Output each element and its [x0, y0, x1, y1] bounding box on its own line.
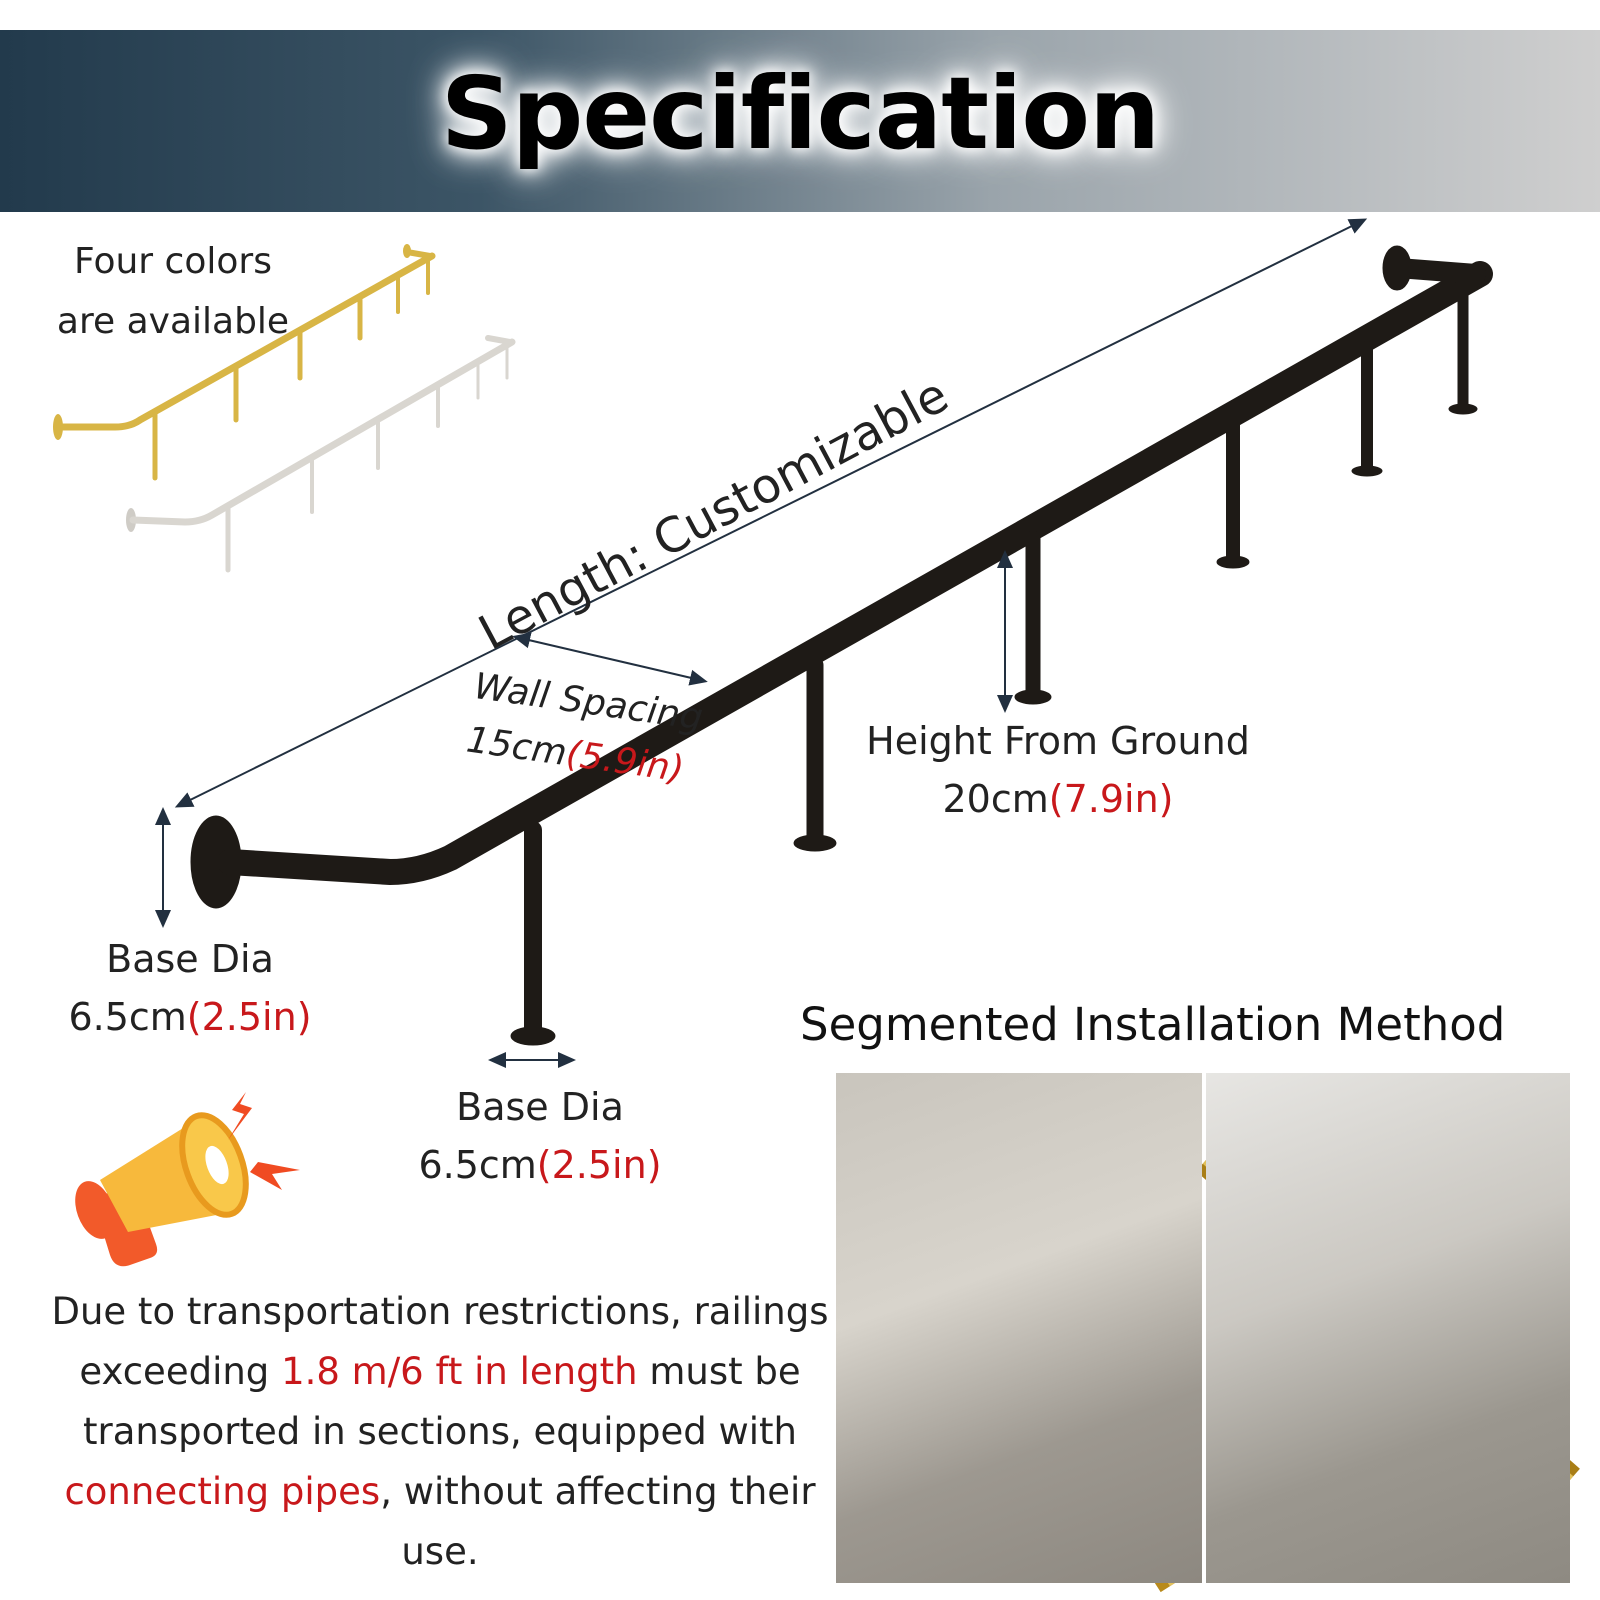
base-dia-mid-in: (2.5in) — [536, 1143, 662, 1187]
black-railing-illustration — [190, 245, 1493, 1046]
base-dia-left-label: Base Dia 6.5cm(2.5in) — [40, 930, 340, 1046]
base-dia-mid-title: Base Dia — [456, 1085, 624, 1129]
notice-part2: must be transported in sections, equippe… — [83, 1350, 801, 1453]
base-dia-left-title: Base Dia — [106, 937, 274, 981]
segmented-installation-title: Segmented Installation Method — [800, 998, 1506, 1051]
notice-part1: Due to transportation restrictions, rail… — [51, 1290, 829, 1393]
base-dia-left-in: (2.5in) — [186, 995, 312, 1039]
notice-highlight-length: 1.8 m/6 ft in length — [281, 1350, 638, 1393]
base-dia-mid-cm: 6.5cm — [418, 1143, 537, 1187]
height-in: (7.9in) — [1048, 777, 1174, 821]
height-cm: 20cm — [942, 777, 1049, 821]
header-banner — [0, 30, 1600, 212]
installation-photo-right — [1206, 1073, 1570, 1583]
white-railing-illustration — [126, 335, 516, 573]
colors-note-line2: are available — [56, 301, 290, 342]
base-dia-mid-label: Base Dia 6.5cm(2.5in) — [390, 1078, 690, 1194]
base-dia-left-cm: 6.5cm — [68, 995, 187, 1039]
installation-photo-left — [836, 1073, 1202, 1583]
height-from-ground-label: Height From Ground 20cm(7.9in) — [858, 712, 1258, 828]
notice-highlight-pipes: connecting pipes — [64, 1470, 381, 1513]
wall-spacing-cm: 15cm — [463, 719, 570, 775]
colors-available-note: Four colors are available — [28, 232, 318, 352]
colors-note-line1: Four colors — [74, 241, 272, 282]
base-dia-left-value: 6.5cm(2.5in) — [40, 988, 340, 1046]
notice-part3: , without affecting their use. — [380, 1470, 816, 1573]
transport-notice: Due to transportation restrictions, rail… — [40, 1282, 840, 1582]
height-value: 20cm(7.9in) — [858, 770, 1258, 828]
wall-spacing-in: (5.9in) — [563, 733, 687, 791]
page-title: Specification — [440, 55, 1161, 172]
base-dia-mid-value: 6.5cm(2.5in) — [390, 1136, 690, 1194]
height-title: Height From Ground — [866, 719, 1250, 763]
dimension-arrows — [155, 218, 1368, 1068]
megaphone-icon — [75, 1092, 300, 1267]
